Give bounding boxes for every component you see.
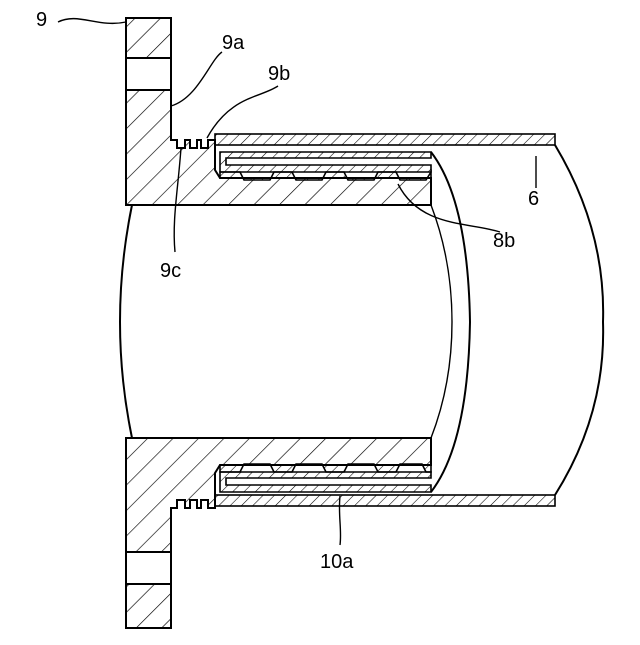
tooth-row-upper bbox=[220, 172, 431, 180]
liner-lower bbox=[220, 472, 431, 492]
flange-bottom-block bbox=[126, 584, 171, 628]
flange-top bbox=[126, 18, 171, 90]
label-10a: 10a bbox=[320, 551, 354, 573]
leader-9a bbox=[171, 52, 222, 106]
label-6: 6 bbox=[528, 188, 539, 210]
flange-top-bolt-hole bbox=[126, 58, 171, 90]
bore-left-edge bbox=[120, 205, 132, 438]
outer-sleeve-lower bbox=[215, 495, 555, 506]
hub-body-upper bbox=[126, 90, 431, 205]
inner-tube-end bbox=[431, 152, 470, 492]
liner-upper bbox=[220, 152, 431, 172]
label-8b: 8b bbox=[493, 230, 515, 252]
tooth-row-lower bbox=[220, 464, 431, 472]
outer-sleeve-upper bbox=[215, 134, 555, 145]
inner-tube-end-inner bbox=[431, 205, 452, 438]
label-9a: 9a bbox=[222, 32, 245, 54]
outer-sleeve-end bbox=[555, 145, 603, 495]
label-9b: 9b bbox=[268, 63, 290, 85]
flange-bottom bbox=[126, 552, 171, 628]
label-9: 9 bbox=[36, 9, 47, 31]
flange-bottom-bolt-hole bbox=[126, 552, 171, 584]
flange-top-block bbox=[126, 18, 171, 58]
leader-9 bbox=[58, 19, 126, 24]
leader-9b bbox=[207, 86, 278, 138]
label-9c: 9c bbox=[160, 260, 181, 282]
